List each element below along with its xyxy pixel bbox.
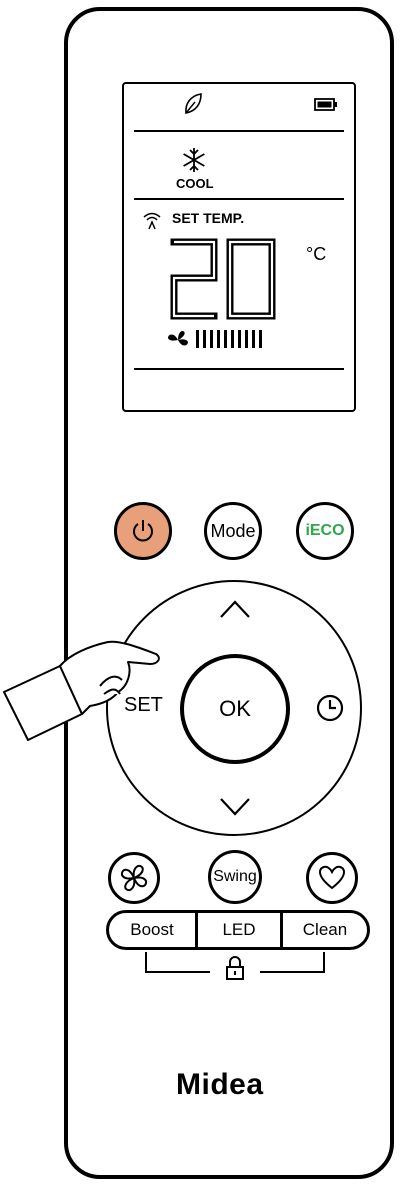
eco-button-label: iECO (305, 522, 344, 540)
favorite-button[interactable] (306, 852, 358, 904)
power-icon (130, 518, 156, 544)
mode-label: COOL (176, 176, 214, 191)
eco-button[interactable]: iECO (296, 502, 354, 560)
brand-logo: Midea (176, 1068, 264, 1102)
boost-button-label: Boost (130, 920, 173, 940)
fan-speed-bar (238, 330, 241, 348)
fan-speed-bar (203, 330, 206, 348)
snowflake-icon (180, 146, 208, 174)
fan-icon (117, 861, 151, 895)
fan-speed-bar (210, 330, 213, 348)
mode-button-label: Mode (210, 521, 255, 542)
fan-speed-bar (217, 330, 220, 348)
boost-button[interactable]: Boost (106, 910, 198, 950)
temperature-unit: °C (306, 244, 326, 265)
clock-icon[interactable] (314, 692, 346, 724)
temperature-digits (168, 236, 280, 324)
up-arrow-icon[interactable] (218, 598, 252, 620)
mode-button[interactable]: Mode (204, 502, 262, 560)
lock-icon (224, 954, 246, 982)
clean-button[interactable]: Clean (280, 910, 370, 950)
fan-speed-bar (224, 330, 227, 348)
heart-icon (318, 865, 346, 891)
fan-speed-bar (196, 330, 199, 348)
clean-button-label: Clean (303, 920, 347, 940)
fan-speed-bar (231, 330, 234, 348)
battery-icon (314, 98, 338, 112)
lcd-display: COOL SET TEMP. °C 20 (122, 82, 356, 412)
lcd-divider-middle (134, 198, 344, 200)
swing-button-label: Swing (213, 868, 257, 886)
ok-button[interactable]: OK (180, 654, 290, 764)
fan-speed-bar (252, 330, 255, 348)
fan-speed-bar (259, 330, 262, 348)
fan-speed-bars (196, 330, 262, 348)
down-arrow-icon[interactable] (218, 796, 252, 818)
set-temp-label: SET TEMP. (172, 210, 244, 226)
led-button[interactable]: LED (195, 910, 283, 950)
signal-icon (142, 210, 162, 230)
fan-speed-bar (245, 330, 248, 348)
ok-button-label: OK (219, 696, 251, 722)
fan-speed-button[interactable] (108, 852, 160, 904)
leaf-icon (182, 92, 204, 116)
fan-icon (166, 330, 190, 350)
swing-button[interactable]: Swing (208, 850, 262, 904)
power-button[interactable] (114, 502, 172, 560)
lcd-divider-top (134, 130, 344, 132)
pointing-hand-icon (0, 628, 170, 748)
lcd-divider-bottom (134, 368, 344, 370)
led-button-label: LED (222, 920, 255, 940)
